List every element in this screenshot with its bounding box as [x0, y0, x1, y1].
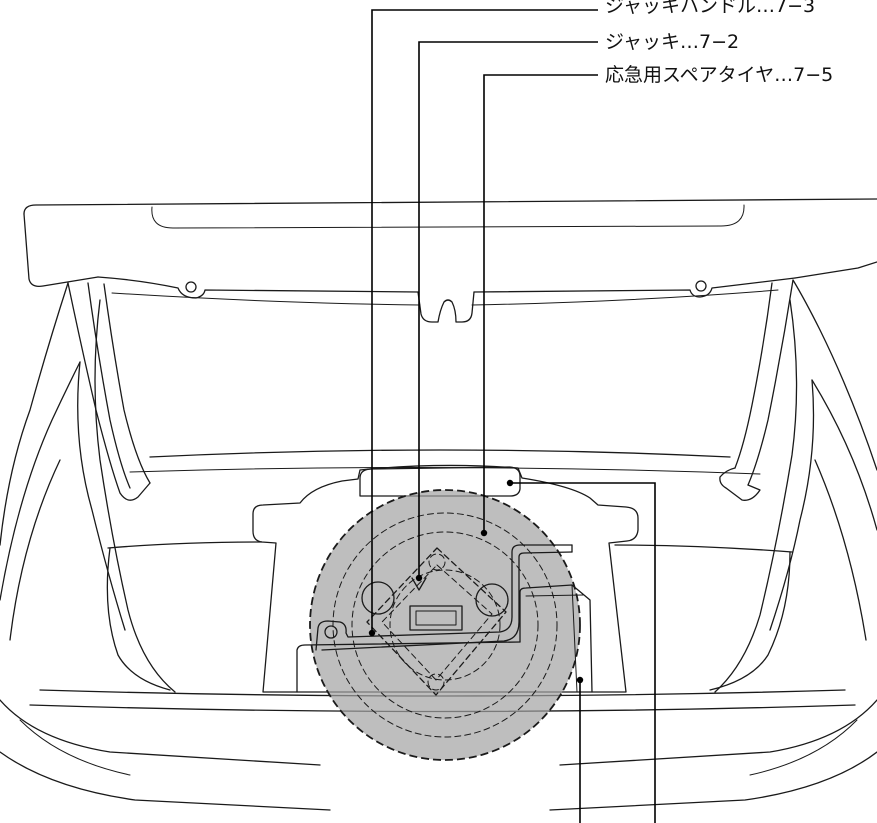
- lid-right-edge: [794, 261, 877, 279]
- jack-top-mark: [411, 577, 427, 591]
- opening-left-inner: [77, 361, 126, 631]
- opening-right-edge: [714, 299, 798, 693]
- body-left-line-3: [9, 459, 61, 641]
- leader-jack-handle-dot: [368, 629, 376, 637]
- jack-top-pivot: [428, 553, 446, 571]
- leader-tray-lid: [510, 482, 656, 823]
- opening-left-edge: [94, 299, 176, 693]
- floor-front-right: [614, 544, 793, 553]
- body-right-line-2: [811, 379, 877, 531]
- body-right-line-1: [792, 279, 877, 471]
- leader-jack-handle: [371, 9, 598, 633]
- bumper-right-3: [749, 719, 858, 776]
- right-hinge-inner: [734, 282, 773, 469]
- leader-jack-dot: [415, 574, 423, 582]
- body-right-line-3: [814, 459, 867, 641]
- lid-bolt-right: [695, 280, 707, 292]
- right-hinge-hook: [719, 467, 761, 501]
- leader-jack: [418, 41, 598, 578]
- lid-latch: [417, 291, 475, 323]
- jack-frame-outer: [366, 547, 507, 696]
- tray-body: [252, 464, 639, 693]
- bumper-left-1: [0, 699, 321, 766]
- tire-rim-inner: [389, 569, 501, 681]
- tray-box-inner: [571, 584, 578, 693]
- lid-bolt-left: [185, 281, 197, 293]
- leader-tray-box-dot: [576, 676, 584, 684]
- left-hinge-inner: [103, 283, 151, 484]
- leader-lines: [368, 9, 656, 823]
- jack-handle-hook: [324, 625, 338, 639]
- lid-flange-right: [473, 277, 796, 298]
- tray-recess: [296, 641, 521, 693]
- bumper-left-3: [19, 719, 131, 776]
- jack-bottom-pivot: [427, 673, 445, 691]
- bumper-right-2: [549, 751, 877, 811]
- leader-tray-lid-dot: [506, 479, 514, 487]
- tire-rim-middle: [351, 531, 539, 719]
- tray-raised-lid: [359, 466, 521, 497]
- jack-handle-rod-outer: [315, 544, 573, 651]
- car-body: [0, 198, 877, 811]
- lid-flange-left: [97, 276, 419, 299]
- jack-body-inner: [415, 610, 457, 626]
- back-wall-top: [149, 449, 731, 458]
- left-hinge-mid: [87, 282, 131, 489]
- lid-underside-right: [471, 289, 779, 306]
- jack-frame-inner: [381, 564, 493, 681]
- lid-left-edge: [23, 213, 99, 287]
- tray-box-top: [525, 594, 584, 597]
- right-hinge-outer: [747, 279, 794, 486]
- callout-jack: ジャッキ…7−2: [605, 31, 740, 53]
- jack-body: [409, 605, 463, 631]
- tire-rim-outer: [332, 512, 558, 738]
- lid-crease: [151, 204, 745, 229]
- bumper-right-1: [559, 699, 877, 766]
- leader-spare-tire-dot: [480, 529, 488, 537]
- jack-handle-rod-inner: [321, 551, 573, 651]
- jack-handle: [315, 544, 573, 651]
- lid-underside-left: [111, 292, 421, 306]
- floor-left-corner: [106, 547, 171, 691]
- tray-box: [519, 584, 593, 693]
- lid-top-edge: [23, 198, 877, 215]
- opening-right-inner: [769, 379, 815, 631]
- callout-spare-tire: 応急用スペアタイヤ…7−5: [605, 64, 834, 86]
- body-left-line-2: [0, 361, 81, 601]
- body-left-line-1: [0, 282, 69, 546]
- trunk-tray: [252, 464, 639, 693]
- callout-jack-handle: ジャッキハンドル…7−3: [605, 0, 816, 17]
- floor-front-left: [107, 541, 263, 549]
- floor-right-corner: [709, 551, 791, 691]
- left-hinge-outer: [67, 282, 151, 501]
- leader-spare-tire: [483, 74, 598, 533]
- bumper-left-2: [0, 751, 331, 811]
- hub-hole-left: [361, 581, 395, 615]
- jack: [366, 547, 507, 696]
